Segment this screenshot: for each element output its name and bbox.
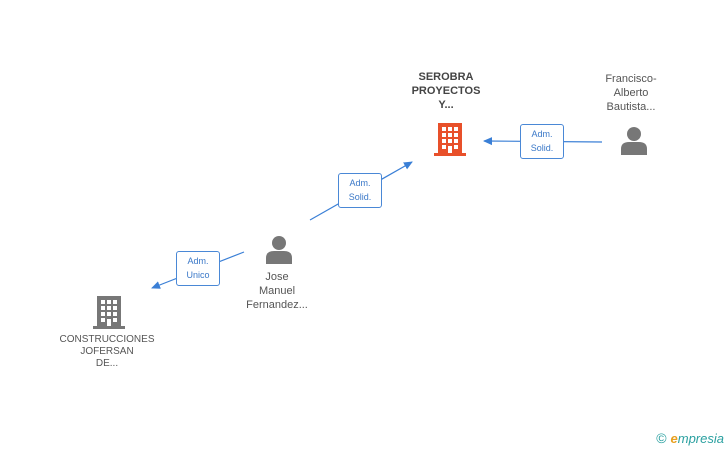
person-icon[interactable] [619,125,649,160]
node-label-line: Bautista... [606,101,656,113]
brand-initial: e [670,431,678,446]
empresia-logo: ©empresia [656,430,724,446]
node-label-francisco[interactable]: Francisco- Alberto Bautista... [586,72,676,114]
person-icon[interactable] [264,234,294,269]
building-icon[interactable] [434,121,466,162]
node-label-line: Y... [438,99,454,111]
node-label-line: Fernandez... [246,299,308,311]
node-label-line: PROYECTOS [411,85,481,97]
node-label-line: Jose [265,271,289,283]
edge-badge-jose-construcciones[interactable]: Adm. Unico [176,251,220,286]
edge-badge-line: Solid. [530,143,554,153]
node-label-construcciones[interactable]: CONSTRUCCIONES JOFERSAN DE... [52,334,162,370]
copyright-symbol: © [656,430,667,446]
edge-badge-line: Adm. [349,178,371,188]
node-label-line: Manuel [258,285,296,297]
building-icon[interactable] [93,294,125,335]
node-label-line: Alberto [613,87,649,99]
node-label-line: CONSTRUCCIONES [59,334,155,345]
node-label-serobra[interactable]: SEROBRA PROYECTOS Y... [396,70,496,112]
edge-badge-jose-serobra[interactable]: Adm. Solid. [338,173,382,208]
edge-badge-line: Adm. [187,256,209,266]
edge-badge-line: Adm. [531,129,553,139]
edge-badge-line: Unico [186,270,210,280]
node-label-line: JOFERSAN [80,346,134,357]
edge-badge-line: Solid. [348,192,372,202]
node-label-jose[interactable]: Jose Manuel Fernandez... [232,270,322,312]
node-label-line: Francisco- [605,73,657,85]
brand-name: mpresia [677,431,724,446]
node-label-line: DE... [95,358,119,369]
edge-badge-francisco-serobra[interactable]: Adm. Solid. [520,124,564,159]
node-label-line: SEROBRA [418,71,474,83]
